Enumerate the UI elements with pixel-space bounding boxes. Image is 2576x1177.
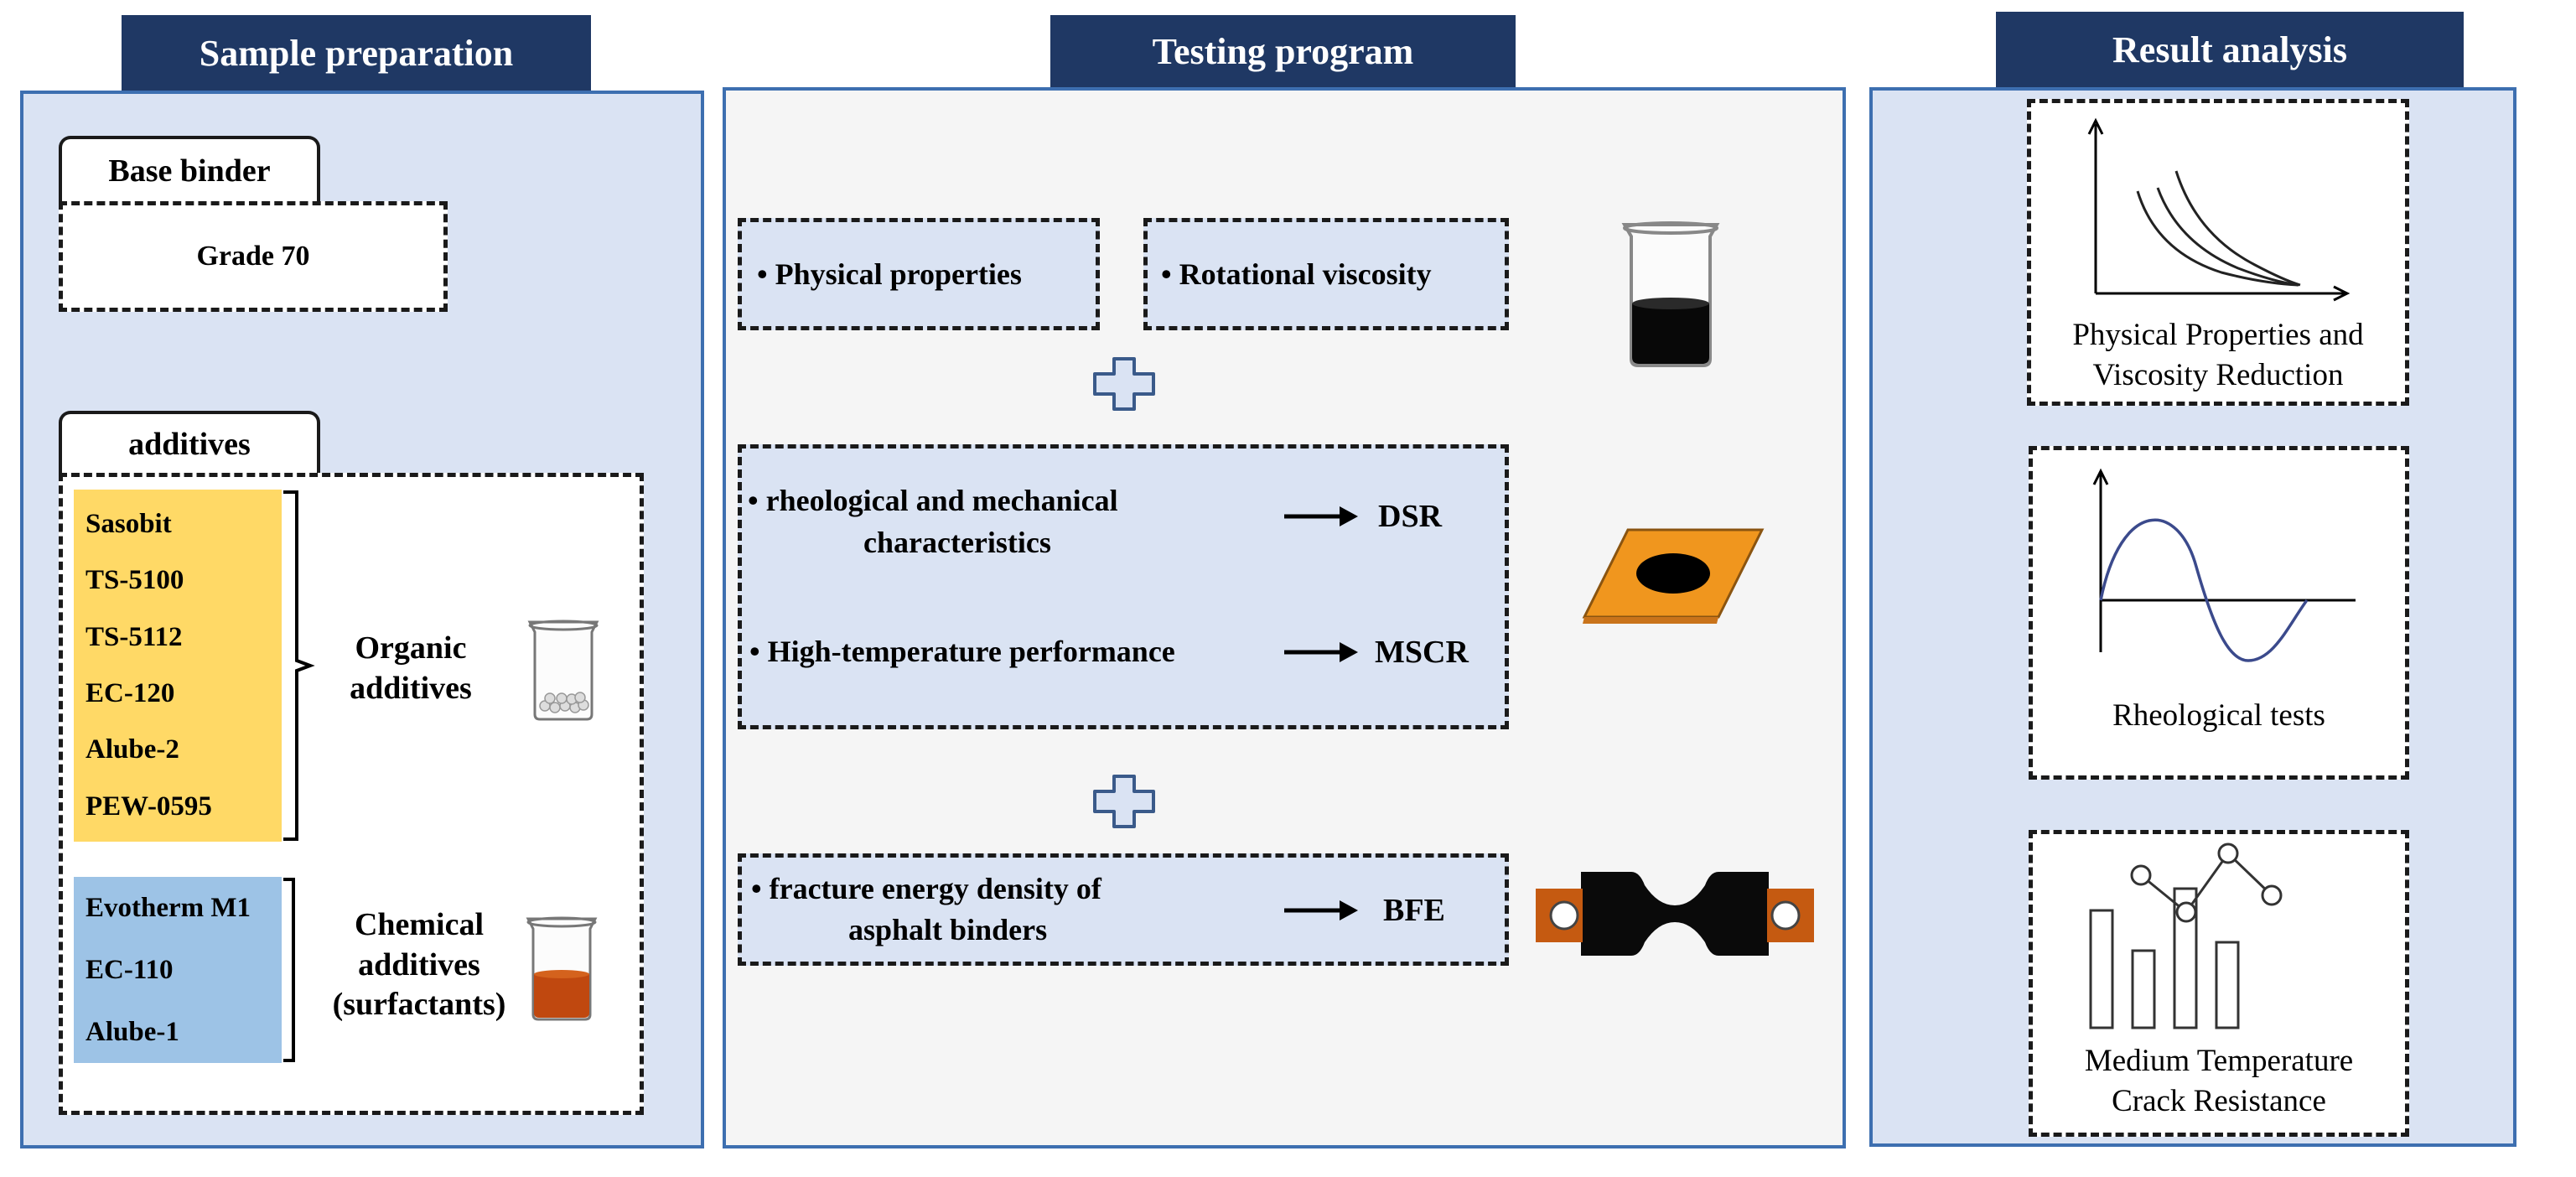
organic-bracket [283,490,315,841]
bfe-specimen-icon [1536,872,1814,956]
rheological-line: • rheological and mechanical [748,484,1118,517]
rheological-caption: Rheological tests [2112,698,2325,733]
beaker-pellets-icon [527,620,599,721]
rotational-viscosity-label: • Rotational viscosity [1161,257,1432,291]
chemical-label-line: additives [358,946,480,983]
fracture-box [738,853,1509,966]
fracture-label: • fracture energy density of asphalt bin… [751,868,1221,950]
list-item: TS-5100 [86,565,184,596]
caption-line: Viscosity Reduction [2092,358,2344,393]
bar-line-icon [2089,843,2283,1029]
plus-icon [1093,775,1155,828]
beaker-liquid-icon [526,916,598,1021]
organic-additives-list: Sasobit TS-5100 TS-5112 EC-120 Alube-2 P… [74,490,282,842]
list-item: Sasobit [86,509,172,540]
list-item: Alube-2 [86,734,179,765]
crack-resistance-caption: Medium Temperature Crack Resistance [2029,1041,2409,1122]
sine-wave-icon [2092,468,2356,662]
arrow-right-icon [1284,900,1358,920]
physical-properties-box: • Physical properties [738,218,1100,330]
list-item: TS-5112 [86,621,183,652]
list-item: PEW-0595 [86,791,212,822]
rheological-result-box [2029,446,2409,780]
header-testing-program: Testing program [1050,15,1516,87]
arrow-right-icon [1284,642,1358,662]
list-item: Evotherm M1 [86,892,251,923]
caption-line: Medium Temperature [2084,1044,2354,1078]
fracture-line: • fracture energy density of [751,872,1101,905]
chemical-additives-list: Evotherm M1 EC-110 Alube-1 [74,877,282,1063]
list-item: EC-120 [86,678,175,709]
chemical-label-line: (surfactants) [332,987,506,1022]
caption-line: Physical Properties and [2072,318,2364,352]
mscr-label: MSCR [1375,635,1469,670]
organic-label-line: additives [350,670,472,706]
chemical-bracket [283,878,295,1062]
bfe-label: BFE [1383,893,1445,928]
list-item: EC-110 [86,954,174,985]
dsr-plate-icon [1582,528,1765,624]
additives-tab: additives [59,411,320,474]
organic-additives-label: Organic additives [323,629,499,708]
base-binder-tab: Base binder [59,136,320,203]
list-item: Alube-1 [86,1016,179,1047]
grade-label: Grade 70 [196,241,310,272]
header-sample-preparation: Sample preparation [122,15,591,91]
high-temperature-label: • High-temperature performance [749,635,1175,668]
decay-curves-icon [2087,117,2351,302]
rheological-line: characteristics [863,526,1051,560]
organic-label-line: Organic [355,630,467,666]
grade-box: Grade 70 [59,201,448,312]
rheological-box [738,444,1509,729]
dsr-label: DSR [1378,499,1443,534]
rotational-viscosity-box: • Rotational viscosity [1143,218,1509,330]
rheological-label: • rheological and mechanical characteris… [748,480,1217,564]
caption-line: Crack Resistance [2112,1084,2326,1119]
physical-viscosity-caption: Physical Properties and Viscosity Reduct… [2029,315,2408,396]
chemical-label-line: Chemical [354,907,485,942]
beaker-binder-icon [1621,221,1720,367]
arrow-right-icon [1284,506,1358,526]
chemical-additives-label: Chemical additives (surfactants) [310,905,528,1025]
physical-properties-label: • Physical properties [757,257,1022,291]
fracture-line: asphalt binders [848,912,1048,946]
plus-icon [1093,357,1155,411]
header-result-analysis: Result analysis [1996,12,2464,87]
physical-viscosity-result-box [2027,99,2409,406]
